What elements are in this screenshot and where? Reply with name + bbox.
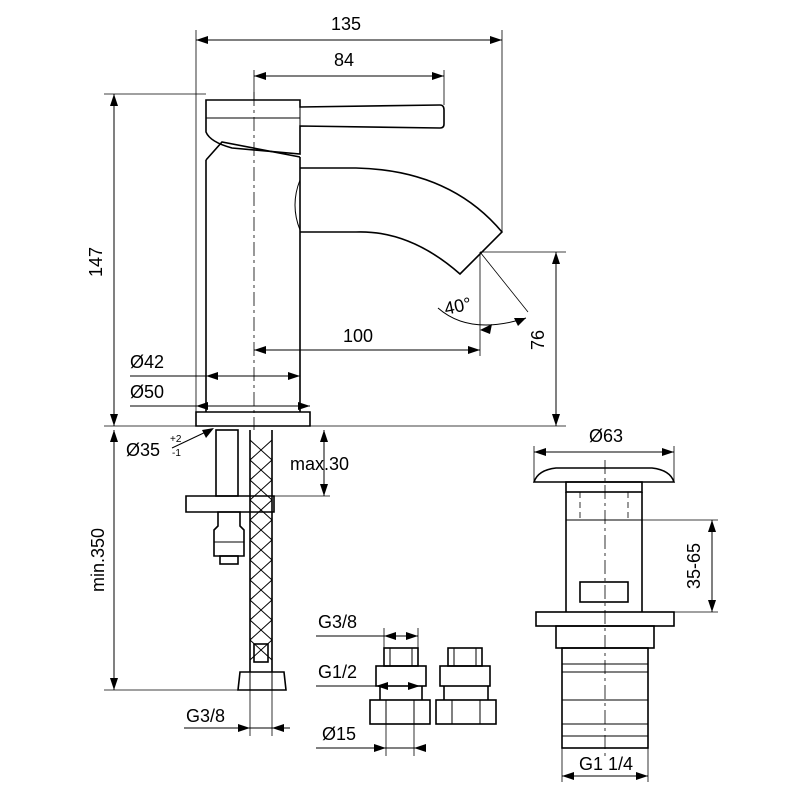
dim-spout-height: 76: [528, 330, 548, 350]
dim-base-diameter: Ø50: [130, 382, 164, 402]
dim-hole-diameter: Ø35: [126, 440, 160, 460]
dim-hose-length: min.350: [88, 528, 108, 592]
dim-body-diameter: Ø42: [130, 352, 164, 372]
dim-lever-length: 84: [334, 50, 354, 70]
pop-up-waste: [532, 460, 676, 756]
dim-adapter-thread-small: G3/8: [318, 612, 357, 632]
dim-height-total: 147: [86, 247, 106, 277]
dim-adapter-diameter: Ø15: [322, 724, 356, 744]
faucet-body: [195, 92, 504, 430]
dim-hose-thread: G3/8: [186, 706, 225, 726]
dim-spout-reach: 100: [343, 326, 373, 346]
dim-adapter-thread-large: G1/2: [318, 662, 357, 682]
dim-hole-tolerance-upper: +2: [170, 434, 182, 445]
dimension-labels: 135 84 147 40° 100 76 Ø42 Ø50 Ø35 +2 -1 …: [86, 14, 704, 774]
dim-deck-thickness: max.30: [290, 454, 349, 474]
dim-waste-thread: G1 1/4: [579, 754, 633, 774]
dim-waste-diameter: Ø63: [589, 426, 623, 446]
dim-spout-angle: 40°: [442, 294, 473, 319]
dim-hole-tolerance-lower: -1: [172, 448, 181, 459]
dimension-lines: [104, 30, 718, 782]
shank-and-hose: [185, 429, 287, 691]
dim-waste-range: 35-65: [684, 543, 704, 589]
dim-width-total: 135: [331, 14, 361, 34]
